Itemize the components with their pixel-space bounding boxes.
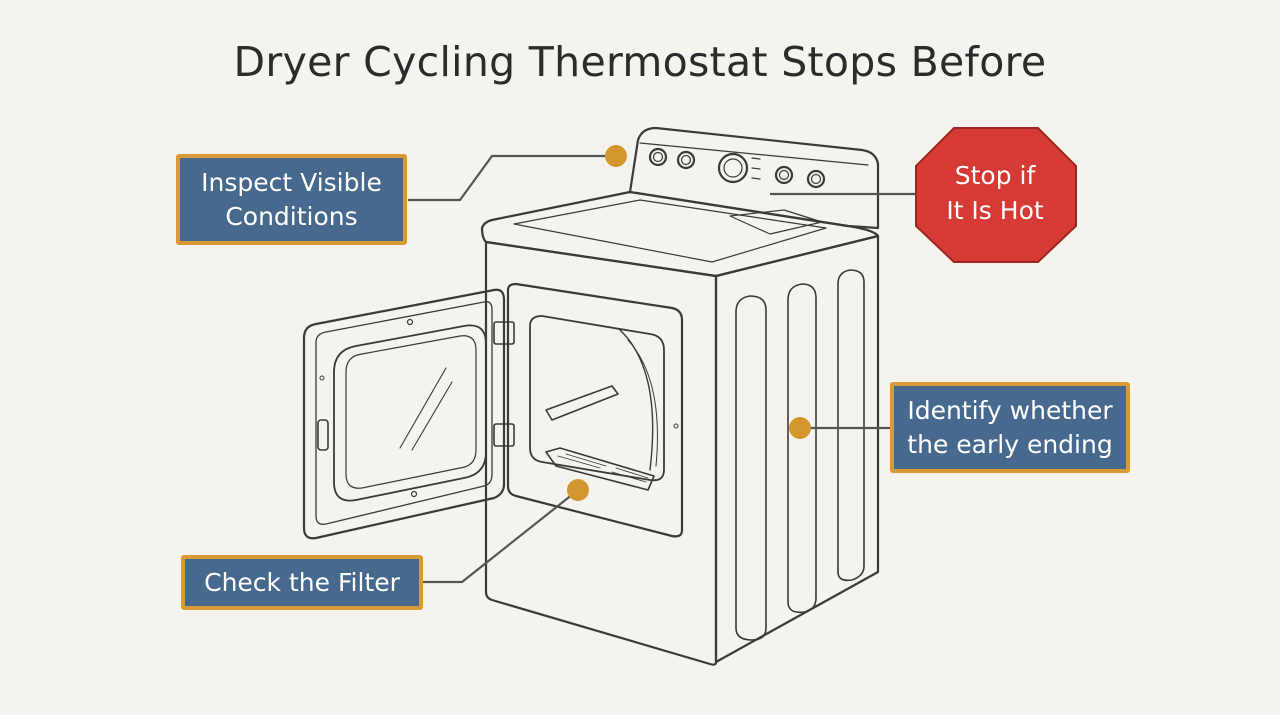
callout-text-line: Conditions [225,201,358,231]
marker-dot-icon [567,479,589,501]
page-title: Dryer Cycling Thermostat Stops Before [233,38,1047,86]
callout-text-line: Check the Filter [204,567,400,597]
leader-line-filter [423,489,579,584]
dryer-top [480,190,880,278]
door-opening [506,282,684,538]
knob-icon [806,169,826,189]
callout-check-filter: Check the Filter [181,555,423,610]
dryer-side [714,234,880,664]
callout-inspect-visible-conditions: Inspect Visible Conditions [176,154,407,245]
knob-icon [774,165,794,185]
open-door [302,288,506,540]
stop-sign-icon [915,127,1077,263]
callout-text-line: Stop if [954,161,1036,190]
control-console [628,126,880,230]
marker-dot-icon [605,145,627,167]
callout-stop-if-hot: Stop if It Is Hot [915,158,1075,228]
knob-icon [676,150,696,170]
callout-text-line: Inspect Visible [201,167,382,197]
callout-text-line: the early ending [907,429,1113,459]
door-glass [333,324,487,502]
callout-text-line: Identify whether [907,395,1113,425]
callout-text-line: It Is Hot [946,196,1044,225]
callout-identify-early-ending: Identify whether the early ending [890,382,1130,473]
main-dial-icon [717,152,749,184]
knob-icon [648,147,668,167]
marker-dot-icon [789,417,811,439]
leader-line-inspect [408,154,616,202]
drum-baffle [545,385,619,421]
lint-filter [545,447,655,491]
